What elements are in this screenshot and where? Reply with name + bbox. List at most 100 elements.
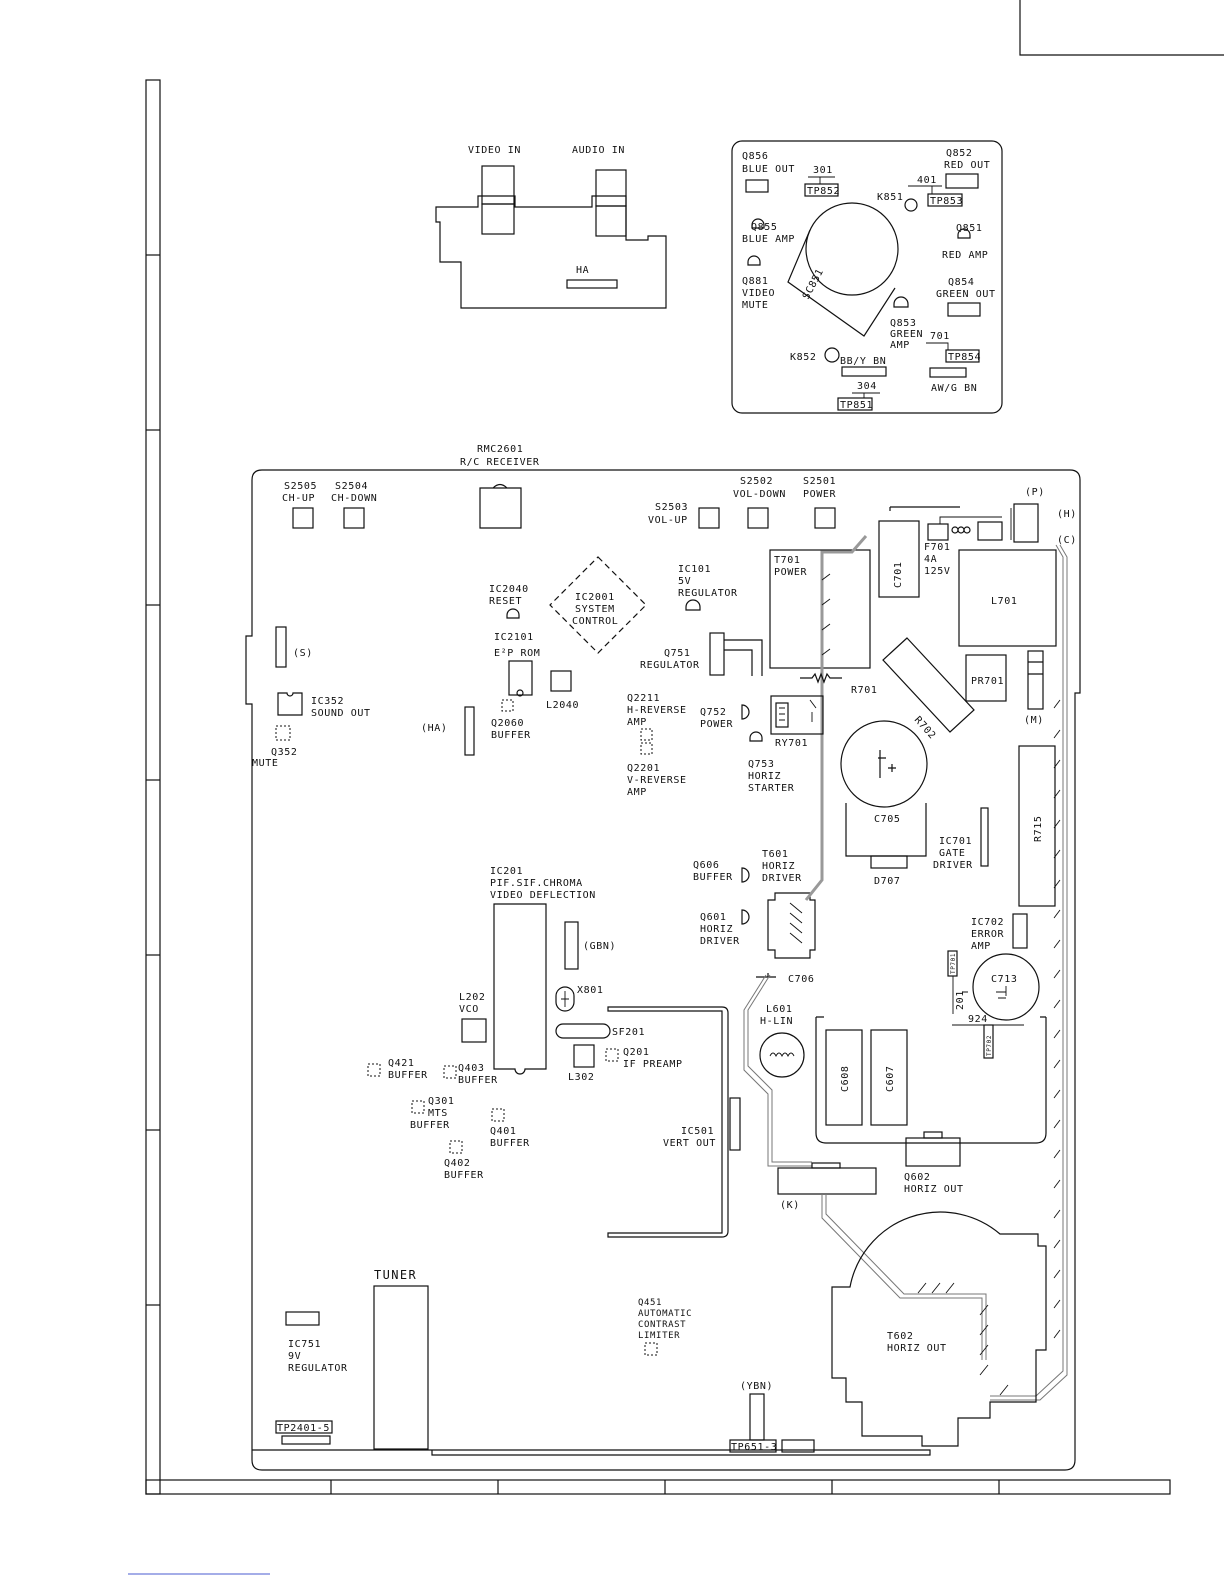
label-c608: C608 [840,1066,851,1092]
label-9v: 9V [288,1351,301,1362]
label-q451: Q451 [638,1298,662,1308]
label-sf201: SF201 [612,1027,645,1038]
label-green: GREEN [890,329,923,340]
label-q401: Q401 [490,1126,516,1137]
label-e2p-rom: E²P ROM [494,648,540,659]
label-4a: 4A [924,554,937,565]
label-ic702: IC702 [971,917,1004,928]
label-s-connector: (S) [293,648,313,659]
label-ic352: IC352 [311,696,344,707]
label-blue-out: BLUE OUT [742,164,795,175]
label-video-deflection: VIDEO DEFLECTION [490,890,596,901]
label-regulator-q751: REGULATOR [640,660,700,671]
label-c-connector: (C) [1057,535,1077,546]
label-l2040: L2040 [546,700,579,711]
label-red-amp: RED AMP [942,250,988,261]
label-c701: C701 [893,562,904,588]
label-q606: Q606 [693,860,719,871]
label-l601: L601 [766,1004,792,1015]
label-horiz-out-q602: HORIZ OUT [904,1184,964,1195]
label-vco: VCO [459,1004,479,1015]
label-701: 701 [930,331,950,342]
label-horiz-out-t602: HORIZ OUT [887,1343,947,1354]
label-q301: Q301 [428,1096,454,1107]
label-s2501: S2501 [803,476,836,487]
label-pif-sif-chroma: PIF.SIF.CHROMA [490,878,583,889]
label-q881: Q881 [742,276,768,287]
label-q352: Q352 [271,747,297,758]
label-vol-down: VOL-DOWN [733,489,786,500]
label-amp-ic702: AMP [971,941,991,952]
rmc2601: RMC2601 R/C RECEIVER [460,444,540,529]
label-vol-up: VOL-UP [648,515,688,526]
tuner-area: TUNER IC751 9V REGULATOR TP2401-5 Q451 A… [275,1268,815,1453]
label-c607: C607 [885,1066,896,1092]
label-video: VIDEO [742,288,775,299]
label-green-out: GREEN OUT [936,289,996,300]
label-ic2001: IC2001 [575,592,615,603]
left-middle-area: (S) IC2101 E²P ROM L2040 Q2060 BUFFER IC… [252,626,763,769]
label-k-connector: (K) [780,1200,800,1211]
label-q601: Q601 [700,912,726,923]
label-ic501: IC501 [681,1126,714,1137]
label-301: 301 [813,165,833,176]
label-q751: Q751 [664,648,690,659]
label-tp851: TP851 [840,400,873,411]
main-board [245,469,1081,1471]
label-m-connector: (M) [1024,715,1044,726]
label-ic2101: IC2101 [494,632,534,643]
label-horiz-q601: HORIZ [700,924,733,935]
label-v-reverse: V-REVERSE [627,775,687,786]
label-tp852: TP852 [807,186,840,197]
label-c706: C706 [788,974,814,985]
label-horiz-q753: HORIZ [748,771,781,782]
label-s2505: S2505 [284,481,317,492]
ic501-area: IC501 VERT OUT [607,1006,741,1238]
label-304: 304 [857,381,877,392]
label-r702: R702 [912,715,938,742]
horiz-driver-area: T601 HORIZ DRIVER Q606 BUFFER Q601 HORIZ… [693,790,824,959]
label-ic201: IC201 [490,866,523,877]
label-contrast: CONTRAST [638,1320,686,1330]
label-q851: Q851 [956,223,982,234]
label-mute-q352: MUTE [252,758,278,769]
label-q602: Q602 [904,1172,930,1183]
label-d707: D707 [874,876,900,887]
label-h-connector: (H) [1057,509,1077,520]
label-t602: T602 [887,1331,913,1342]
label-q852: Q852 [946,148,972,159]
label-ch-up: CH-UP [282,493,315,504]
label-buffer-q301: BUFFER [410,1120,450,1131]
label-power-q752: POWER [700,719,733,730]
crt-board: Q856 BLUE OUT 301 TP852 Q852 RED OUT 401… [731,140,1003,414]
label-buffer-q402: BUFFER [444,1170,484,1181]
ic201-area: IC201 PIF.SIF.CHROMA VIDEO DEFLECTION (G… [367,866,683,1181]
label-awg-bn: AW/G BN [931,383,977,394]
label-horiz-t601: HORIZ [762,861,795,872]
label-regulator-ic101: REGULATOR [678,588,738,599]
label-power: POWER [803,489,836,500]
error-amp-area: IC702 ERROR AMP TP701 201 C713 [947,913,1040,1021]
label-power-t701: POWER [774,567,807,578]
label-control: CONTROL [572,616,618,627]
label-gate: GATE [939,848,965,859]
label-gbn-connector: (GBN) [583,941,616,952]
label-tp853: TP853 [930,196,963,207]
label-sound-out: SOUND OUT [311,708,371,719]
label-if-preamp: IF PREAMP [623,1059,683,1070]
label-ha-connector-main: (HA) [421,723,447,734]
label-rc-receiver: R/C RECEIVER [460,457,540,468]
label-q854: Q854 [948,277,974,288]
label-q402: Q402 [444,1158,470,1169]
label-ha-connector: HA [576,265,589,276]
label-amp-q2201: AMP [627,787,647,798]
label-q752: Q752 [700,707,726,718]
label-buffer-q401: BUFFER [490,1138,530,1149]
label-r715: R715 [1033,816,1044,842]
label-amp-q853: AMP [890,340,910,351]
label-driver-t601: DRIVER [762,873,802,884]
label-q856: Q856 [742,151,768,162]
label-red-out: RED OUT [944,160,990,171]
label-q753: Q753 [748,759,774,770]
